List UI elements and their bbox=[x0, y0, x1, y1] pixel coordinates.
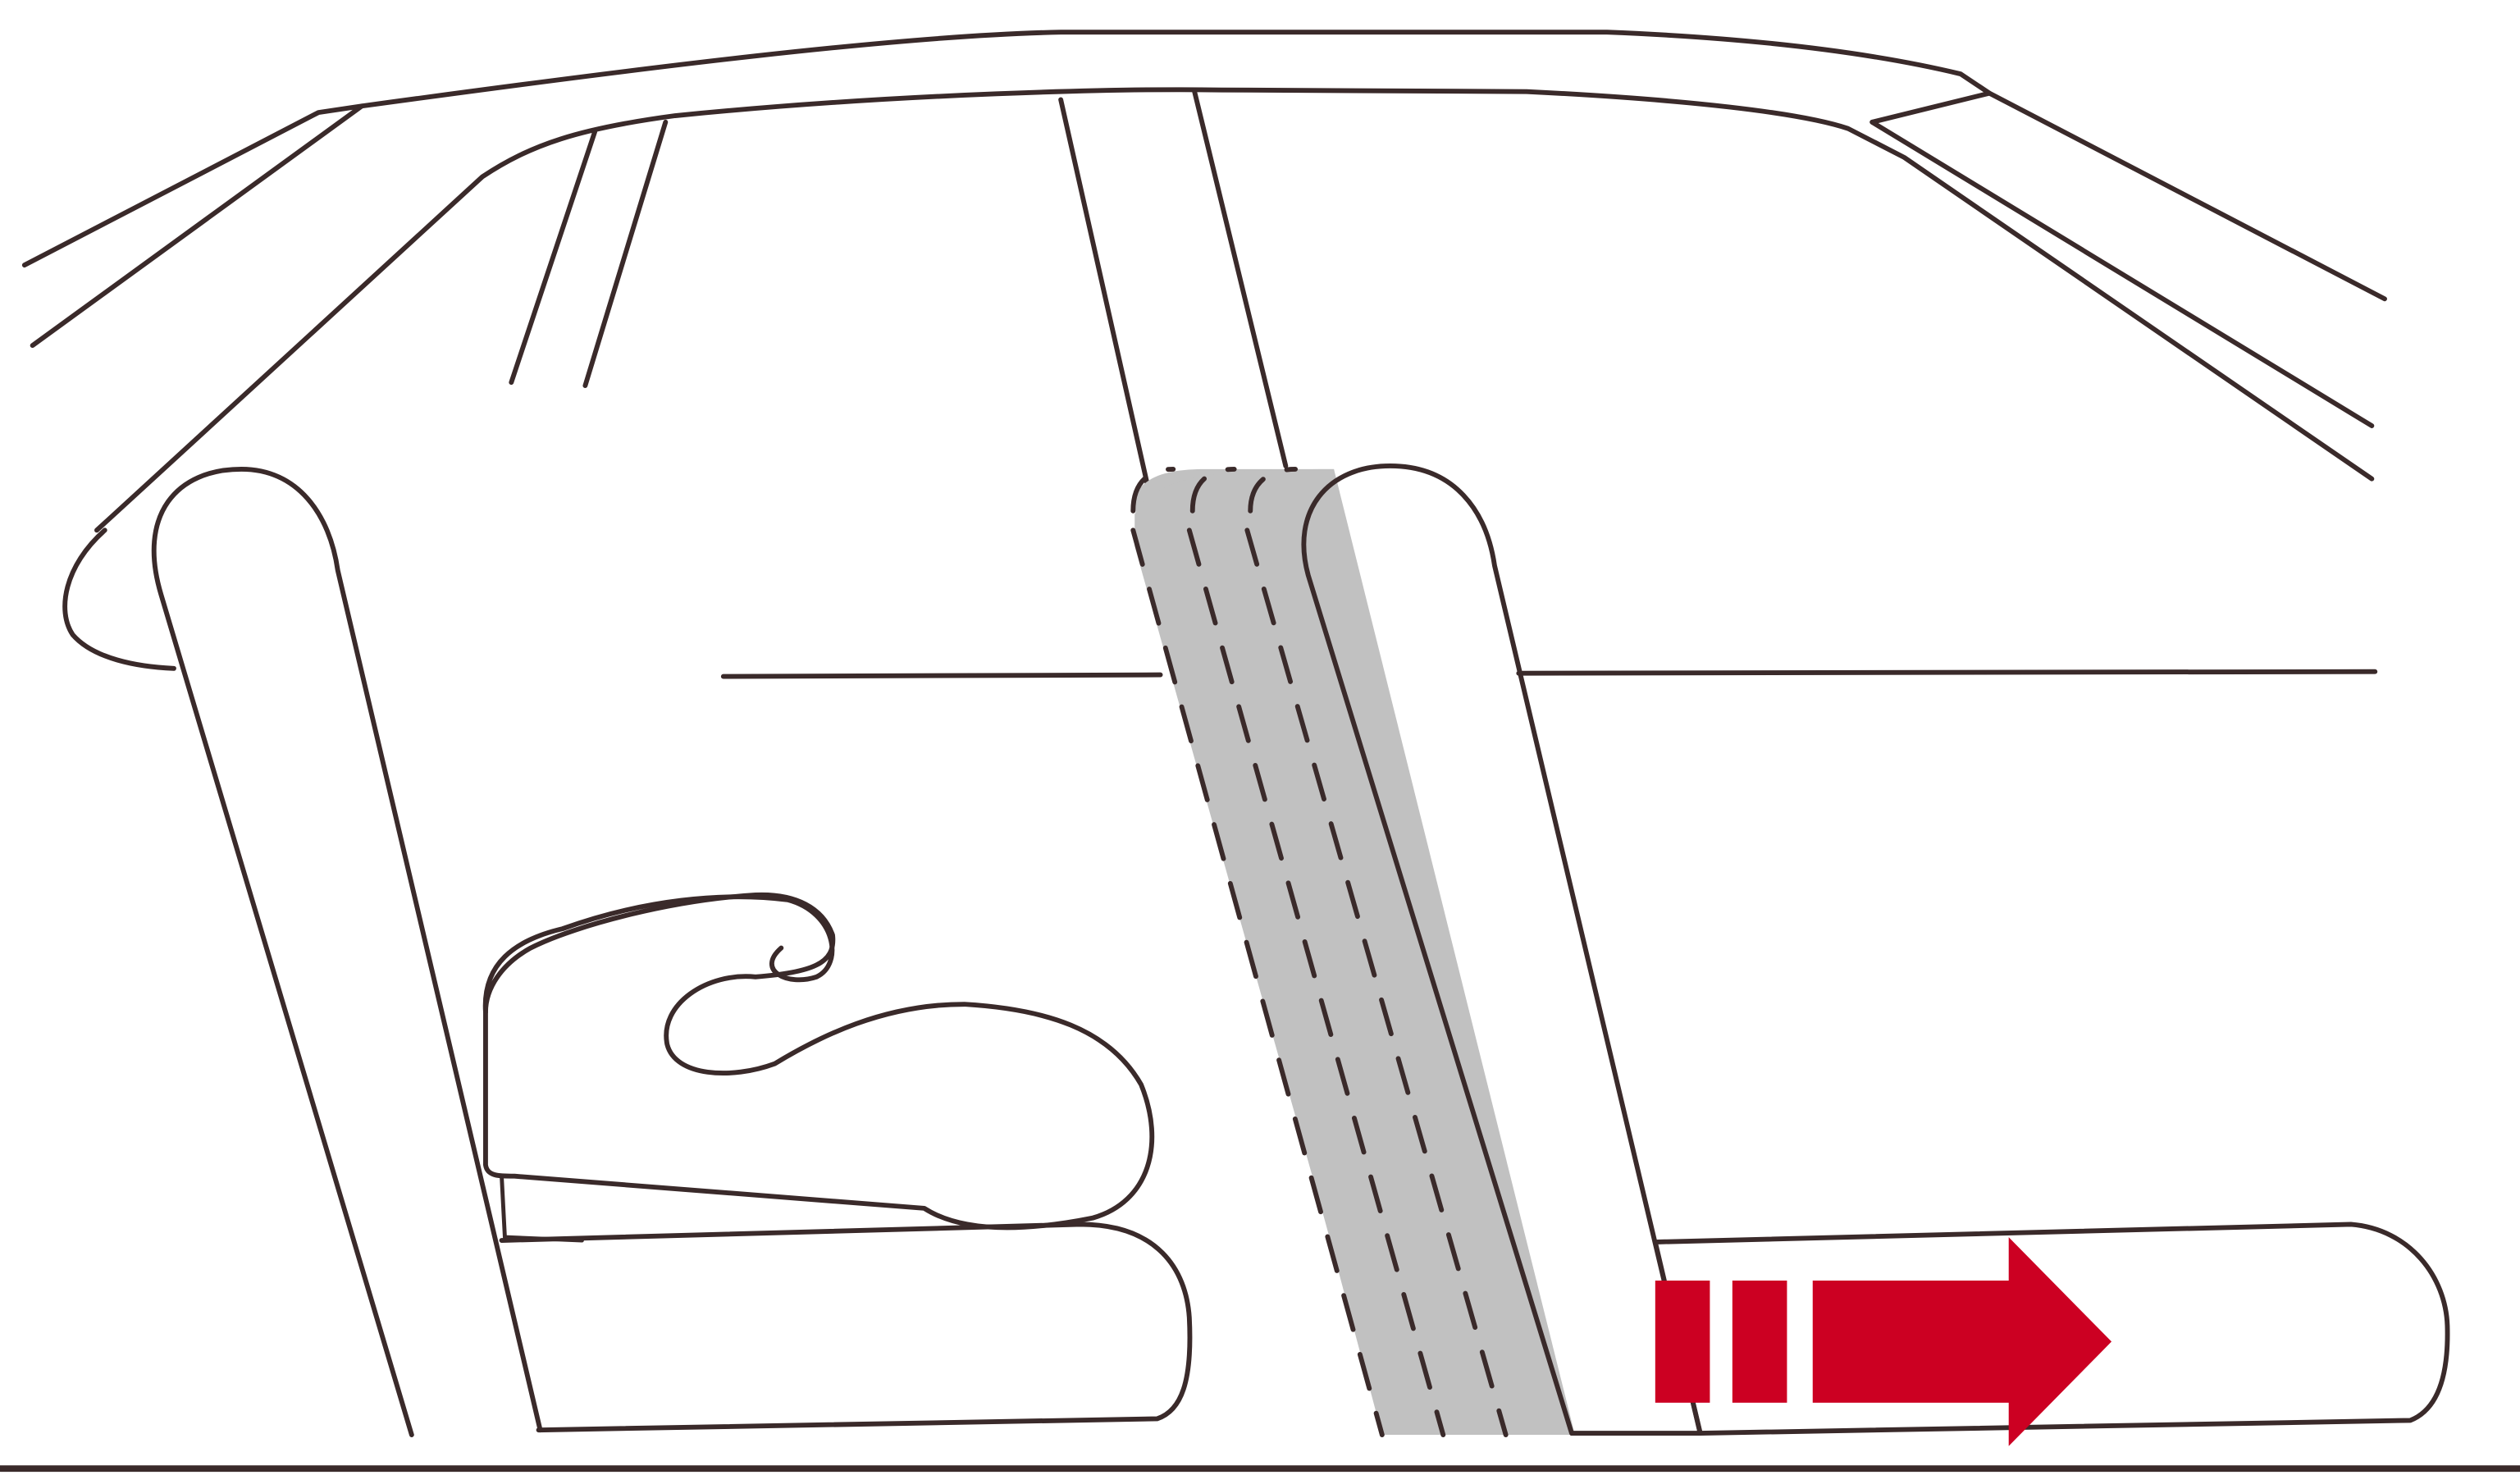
booster-seat bbox=[486, 897, 833, 1012]
front-seat-headrest bbox=[65, 530, 174, 668]
a-pillar-line-2 bbox=[585, 122, 665, 386]
b-pillar-left bbox=[1061, 99, 1148, 485]
arrow-dash-1 bbox=[1655, 1281, 1710, 1403]
door-belt-line-front bbox=[724, 675, 1161, 677]
booster-seat-base bbox=[502, 1176, 582, 1240]
front-seat-backrest bbox=[154, 469, 541, 1435]
arrow-head-shaft bbox=[1813, 1237, 2111, 1446]
roof-inner-line bbox=[33, 106, 363, 345]
front-seat-cushion bbox=[502, 1224, 1190, 1430]
a-pillar-line-1 bbox=[511, 132, 595, 383]
booster-seat-body bbox=[486, 895, 1152, 1228]
b-pillar-right bbox=[1194, 90, 1286, 466]
rear-seat-ghost-area bbox=[1134, 469, 1575, 1435]
forward-arrow-icon bbox=[1655, 1237, 2111, 1446]
rear-seat bbox=[1133, 466, 2447, 1435]
rear-window-inner-line bbox=[1872, 122, 2372, 426]
roof-outer-line bbox=[25, 32, 2385, 299]
arrow-dash-2 bbox=[1732, 1281, 1787, 1403]
door-belt-line-rear bbox=[1518, 672, 2375, 674]
rear-window-line bbox=[1872, 94, 1989, 122]
front-seat bbox=[65, 469, 1189, 1435]
headliner-line bbox=[97, 89, 2372, 530]
